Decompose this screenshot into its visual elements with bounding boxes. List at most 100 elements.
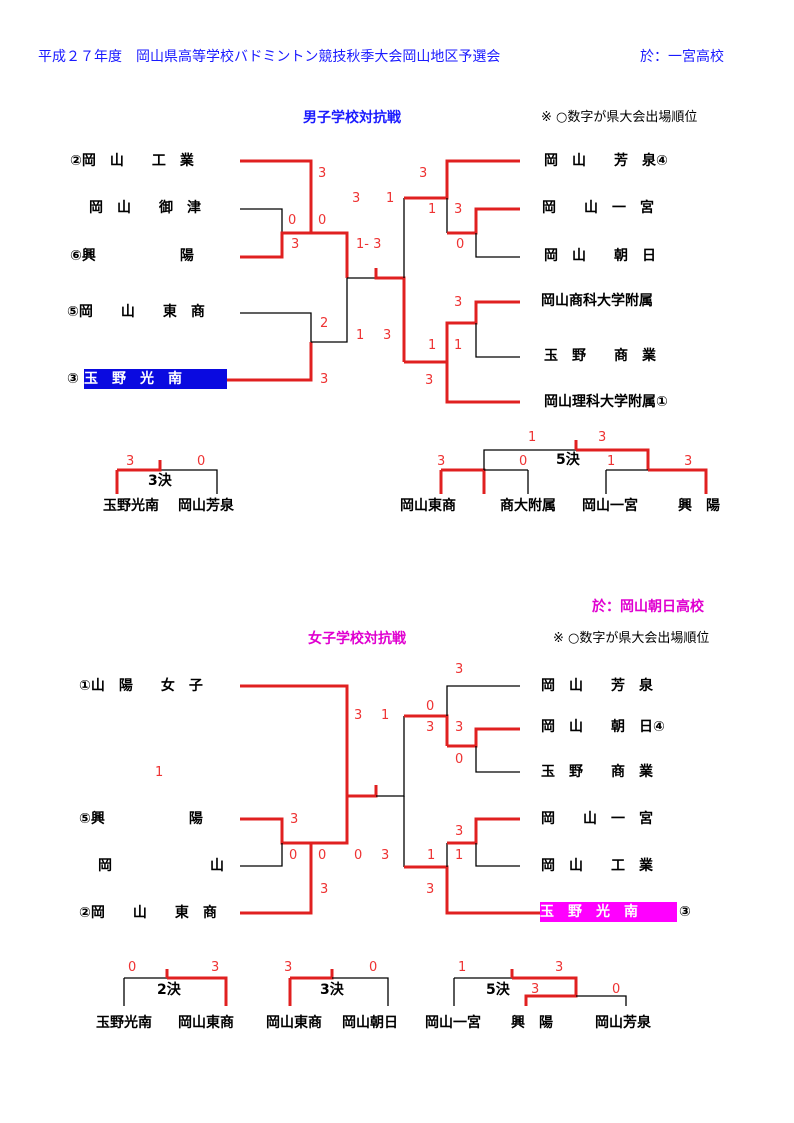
bracket-line xyxy=(483,449,576,470)
boys-5th-score: 3 xyxy=(437,454,446,469)
girls-right-team: 岡 山 一 宮 xyxy=(541,811,653,827)
girls-note: ※ ○数字が県大会出場順位 xyxy=(553,631,710,646)
girls-score: 3 xyxy=(426,882,435,897)
boys-5th-score: 3 xyxy=(598,430,607,445)
girls-3rd-team: 岡山朝日 xyxy=(342,1015,398,1031)
boys-right-team: 岡 山 芳 泉④ xyxy=(544,153,668,169)
girls-section-title: 女子学校対抗戦 xyxy=(308,631,406,647)
girls-score: 0 xyxy=(455,752,464,767)
boys-3rd-score: 0 xyxy=(197,454,206,469)
girls-right-team-rank: ③ xyxy=(679,904,691,920)
winning-path-line xyxy=(347,785,378,798)
bracket-line xyxy=(332,977,389,1006)
girls-score: 1 xyxy=(427,848,436,863)
boys-right-team: 岡 山 一 宮 xyxy=(542,200,654,216)
winning-path-line xyxy=(240,817,311,845)
girls-5th-score: 3 xyxy=(531,982,540,997)
girls-right-team: 岡 山 工 業 xyxy=(541,858,653,874)
girls-score: 0 xyxy=(318,848,327,863)
winning-path-line xyxy=(240,684,349,796)
girls-3rd-score: 3 xyxy=(284,960,293,975)
boys-3rd-team: 玉野光南 xyxy=(103,498,159,514)
girls-left-team: ①山 陽 女 子 xyxy=(79,678,203,694)
girls-5th-score: 0 xyxy=(612,982,621,997)
boys-score: 1 xyxy=(428,202,437,217)
boys-left-team: 岡 山 御 津 xyxy=(89,200,201,216)
girls-venue: 於：岡山朝日高校 xyxy=(592,599,704,615)
winning-path-line xyxy=(374,268,406,362)
winning-path-line xyxy=(167,976,228,1006)
boys-score: 1 xyxy=(356,328,365,343)
boys-score: 0 xyxy=(456,237,465,252)
boys-score: 1 xyxy=(428,338,437,353)
girls-2nd-label: 2決 xyxy=(157,982,181,998)
page-title: 平成２７年度 岡山県高等学校バドミントン競技秋季大会岡山地区予選会 xyxy=(38,49,501,65)
winning-path-line xyxy=(240,796,349,915)
bracket-line xyxy=(576,995,627,1006)
boys-3rd-score: 3 xyxy=(126,454,135,469)
boys-3rd-team: 岡山芳泉 xyxy=(178,498,234,514)
girls-score: 3 xyxy=(381,848,390,863)
girls-left-team: ②岡 山 東 商 xyxy=(79,905,217,921)
winning-path-line xyxy=(441,468,486,494)
boys-score: 1 xyxy=(454,338,463,353)
girls-2nd-score: 0 xyxy=(128,960,137,975)
boys-5th-score: 1 xyxy=(607,454,616,469)
winning-path-line xyxy=(311,231,349,278)
winning-path-line xyxy=(240,159,313,233)
winning-path-line xyxy=(447,817,520,845)
bracket-line xyxy=(240,208,283,233)
boys-5th-score: 1 xyxy=(528,430,537,445)
girls-left-team: ⑤興 陽 xyxy=(79,811,203,827)
boys-5th-team: 岡山一宮 xyxy=(582,498,638,514)
boys-score: 1 xyxy=(386,191,395,206)
winning-path-line xyxy=(648,468,708,494)
boys-5th-score: 0 xyxy=(519,454,528,469)
boys-score: 0 xyxy=(288,213,297,228)
girls-2nd-score: 3 xyxy=(211,960,220,975)
boys-left-team-rank: ③ xyxy=(67,371,79,387)
boys-3rd-label: 3決 xyxy=(148,473,172,489)
boys-score: 3 xyxy=(454,202,463,217)
boys-note: ※ ○数字が県大会出場順位 xyxy=(541,110,698,125)
venue-label: 於：一宮高校 xyxy=(640,49,724,65)
boys-score: 3 xyxy=(419,166,428,181)
bracket-line xyxy=(475,746,520,773)
girls-5th-team: 興 陽 xyxy=(511,1015,553,1031)
girls-score: 0 xyxy=(289,848,298,863)
winning-path-line xyxy=(290,969,334,980)
winning-path-line xyxy=(512,976,578,1006)
girls-score: 3 xyxy=(455,824,464,839)
boys-left-team-highlighted: 玉 野 光 南 xyxy=(84,369,227,389)
girls-right-team: 岡 山 芳 泉 xyxy=(541,678,653,694)
bracket-line xyxy=(475,843,520,867)
winning-path-line xyxy=(404,159,520,200)
winning-path-line xyxy=(117,460,162,472)
girls-score: 3 xyxy=(290,812,299,827)
girls-2nd-team: 岡山東商 xyxy=(178,1015,234,1031)
boys-score: 3 xyxy=(320,372,329,387)
girls-score: 0 xyxy=(354,848,363,863)
boys-right-team: 玉 野 商 業 xyxy=(544,348,656,364)
winning-path-line xyxy=(445,362,520,404)
boys-section-title: 男子学校対抗戦 xyxy=(303,110,401,126)
girls-3rd-team: 岡山東商 xyxy=(266,1015,322,1031)
boys-score: 3 xyxy=(318,166,327,181)
girls-score: 3 xyxy=(455,662,464,677)
girls-score: 3 xyxy=(354,708,363,723)
boys-left-team: ②岡 山 工 業 xyxy=(70,153,194,169)
boys-score: 3 xyxy=(425,373,434,388)
boys-left-team: ⑤岡 山 東 商 xyxy=(67,304,205,320)
winning-path-line xyxy=(240,231,311,259)
girls-right-team-highlighted: 玉 野 光 南 xyxy=(540,902,677,922)
boys-right-team: 岡山商科大学附属 xyxy=(541,293,653,309)
boys-score: 3 xyxy=(383,328,392,343)
winning-path-line xyxy=(227,342,313,382)
boys-score: 3 xyxy=(352,191,361,206)
girls-5th-team: 岡山芳泉 xyxy=(595,1015,651,1031)
bracket-line xyxy=(240,843,283,867)
girls-3rd-score: 0 xyxy=(369,960,378,975)
boys-score: 1- 3 xyxy=(356,237,382,252)
girls-score: 3 xyxy=(426,720,435,735)
